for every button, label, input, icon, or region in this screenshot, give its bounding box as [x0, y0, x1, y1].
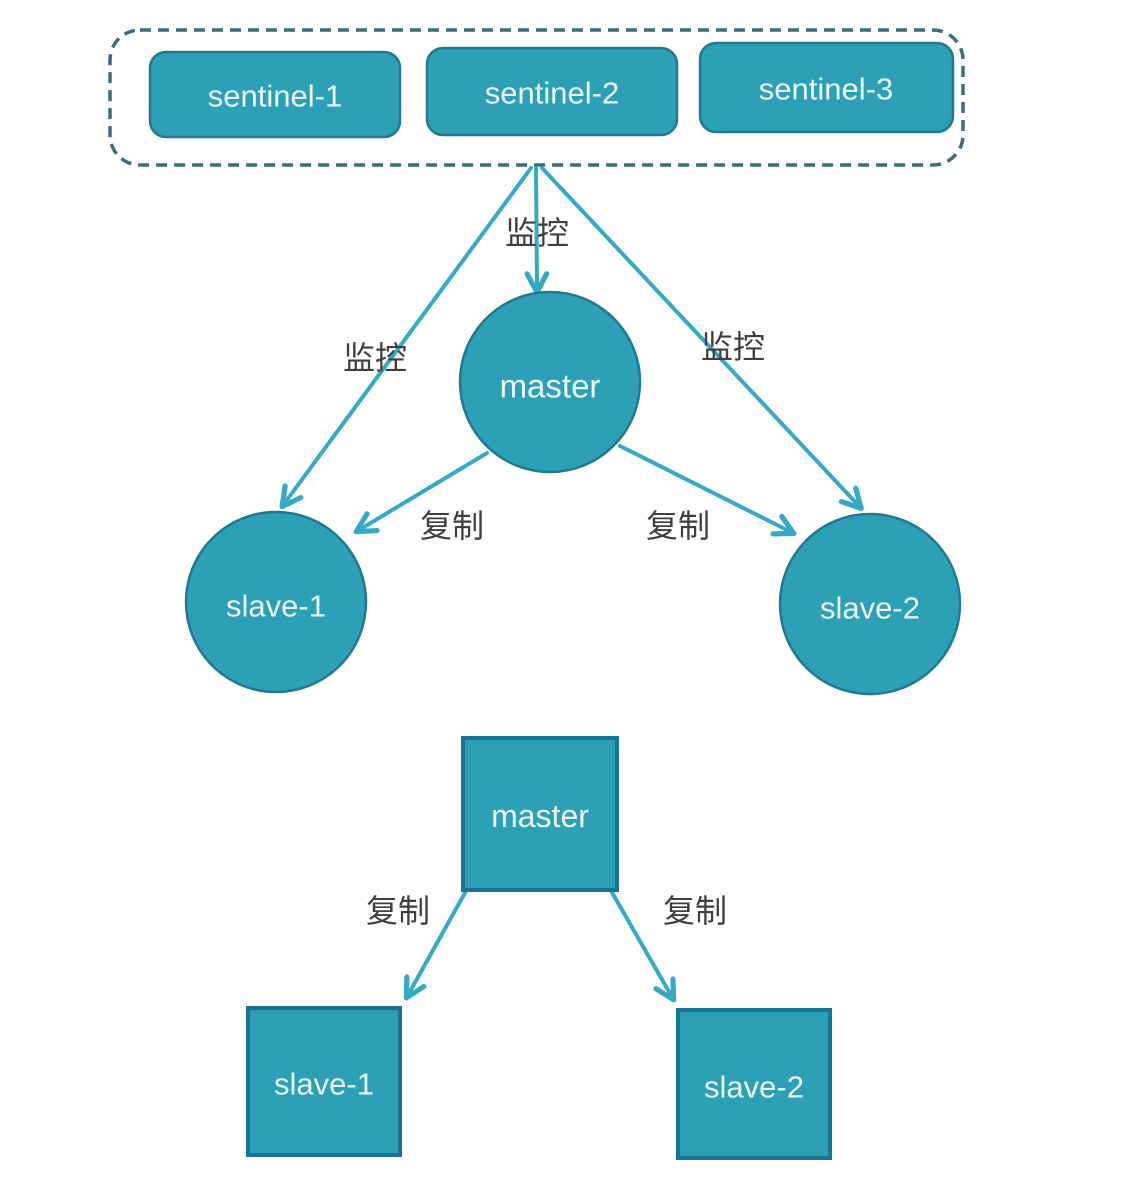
sentinel-3-box — [698, 41, 955, 134]
edge-monitor-slave-2 — [540, 166, 864, 511]
bottom-edge-replicate-slave-1 — [403, 889, 468, 1001]
replicate-slave-1-edge-label: 复制 — [420, 508, 484, 544]
sentinel-1-label: sentinel-1 — [208, 79, 342, 114]
slave-1-circle — [184, 510, 368, 694]
bottom-master-label: master — [491, 798, 589, 834]
bottom-slave-2-label: slave-2 — [704, 1070, 804, 1105]
bottom-slave-1-label: slave-1 — [274, 1067, 374, 1102]
sentinel-1-box — [148, 50, 402, 139]
sentinel-3-label: sentinel-3 — [759, 72, 893, 107]
sentinel-2-node: sentinel-2 — [425, 46, 679, 137]
replicate-slave-2-edge-label: 复制 — [646, 508, 710, 544]
bottom-replicate-slave-1-edge-label: 复制 — [366, 893, 430, 929]
slave-1-circle-label: slave-1 — [226, 589, 326, 624]
edge-monitor-master — [524, 166, 550, 295]
bottom-slave-2-square — [676, 1008, 832, 1160]
bottom-replicate-slave-2-edge-label: 复制 — [663, 893, 727, 929]
sentinel-2-label: sentinel-2 — [485, 76, 619, 111]
slave-1-circle-node: slave-1 — [184, 510, 368, 694]
monitor-master-edge-label: 监控 — [505, 215, 569, 251]
edge-monitor-slave-1 — [279, 166, 533, 510]
edge-replicate-slave-1 — [353, 451, 489, 535]
master-circle-node: master — [458, 290, 642, 474]
bottom-master-square — [461, 736, 619, 892]
bottom-slave-1-square — [246, 1006, 402, 1157]
bottom-slave-2-node: slave-2 — [676, 1008, 832, 1160]
bottom-master-node: master — [461, 736, 619, 892]
sentinel-group-container — [108, 28, 965, 167]
master-circle — [458, 290, 642, 474]
sentinel-2-box — [425, 46, 679, 137]
sentinel-1-node: sentinel-1 — [148, 50, 402, 139]
slave-2-circle-label: slave-2 — [820, 591, 920, 626]
monitor-slave-2-edge-label: 监控 — [701, 329, 765, 365]
bottom-edge-replicate-slave-2 — [608, 887, 677, 1003]
master-circle-label: master — [500, 368, 601, 405]
slave-2-circle — [778, 512, 962, 696]
edge-replicate-slave-2 — [618, 444, 797, 537]
bottom-slave-1-node: slave-1 — [246, 1006, 402, 1157]
sentinel-3-node: sentinel-3 — [698, 41, 955, 134]
slave-2-circle-node: slave-2 — [778, 512, 962, 696]
monitor-slave-1-edge-label: 监控 — [343, 340, 407, 376]
